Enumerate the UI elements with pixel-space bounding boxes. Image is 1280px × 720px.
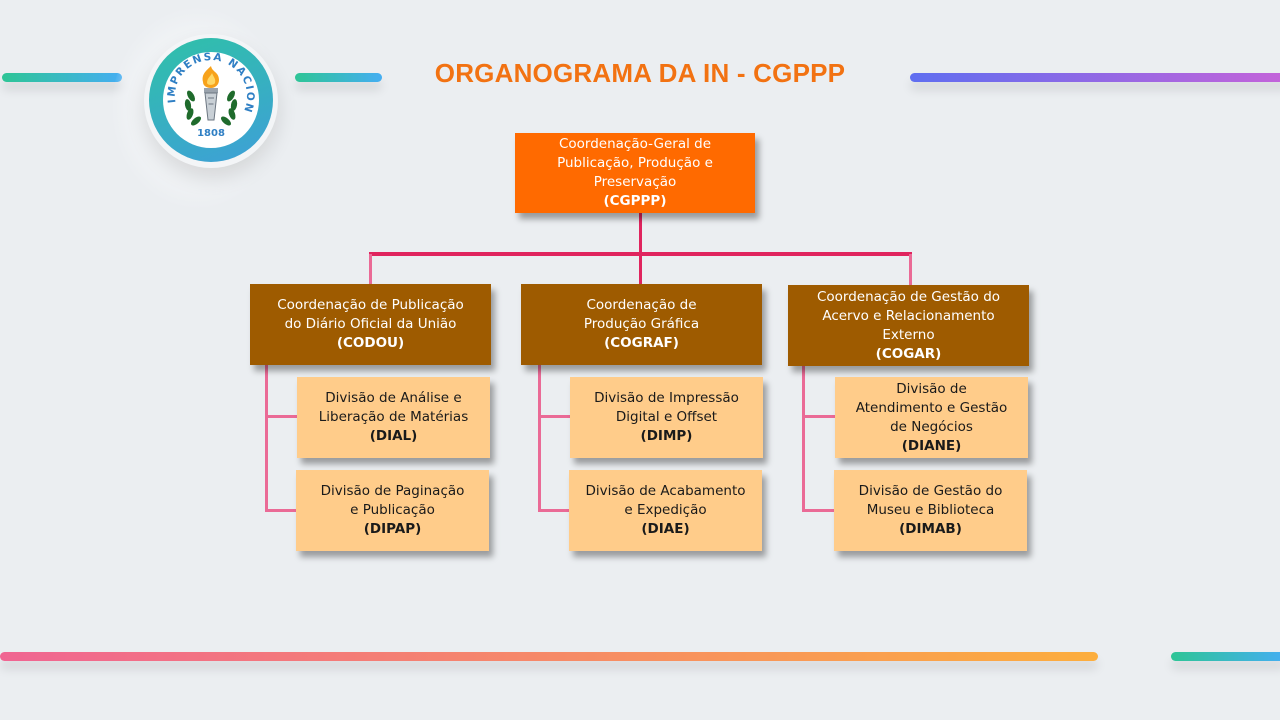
node-code: (CGPPP) bbox=[603, 193, 667, 209]
node-code: (COGRAF) bbox=[604, 335, 679, 351]
node-label-line: Divisão de bbox=[896, 380, 967, 397]
connector-root-down bbox=[639, 213, 642, 284]
node-code: (DIANE) bbox=[901, 437, 962, 454]
connector-cogar bbox=[909, 254, 912, 285]
org-node-diae: Divisão de Acabamento e Expedição (DIAE) bbox=[569, 470, 762, 551]
org-node-cogar: Coordenação de Gestão do Acervo e Relaci… bbox=[788, 285, 1029, 366]
node-label-line: Atendimento e Gestão bbox=[855, 399, 1008, 416]
node-label-line: Coordenação de bbox=[586, 297, 697, 313]
org-node-dimp: Divisão de Impressão Digital e Offset (D… bbox=[570, 377, 763, 458]
imprensa-nacional-logo: IMPRENSA NACIONAL 1808 bbox=[163, 52, 259, 148]
connector-dial bbox=[265, 415, 297, 418]
node-label-line: do Diário Oficial da União bbox=[284, 316, 457, 332]
org-node-cgppp: Coordenação-Geral de Publicação, Produçã… bbox=[515, 133, 755, 213]
torch-emblem-icon: IMPRENSA NACIONAL 1808 bbox=[163, 52, 255, 139]
decorative-bar-bottom bbox=[0, 652, 1098, 661]
node-label-line: Divisão de Análise e bbox=[325, 390, 462, 406]
connector-horizontal bbox=[369, 252, 912, 256]
node-code: (DIAE) bbox=[641, 521, 690, 537]
org-node-cograf: Coordenação de Produção Gráfica (COGRAF) bbox=[521, 284, 762, 365]
node-label-line: e Expedição bbox=[624, 502, 707, 518]
node-label-line: Coordenação de Publicação bbox=[277, 297, 464, 313]
node-label-line: Coordenação-Geral de bbox=[558, 136, 712, 152]
node-code: (DIPAP) bbox=[363, 521, 422, 537]
page-title: ORGANOGRAMA DA IN - CGPPP bbox=[434, 58, 846, 88]
connector-dimp bbox=[538, 415, 570, 418]
connector-diae bbox=[538, 509, 570, 512]
node-label-line: Liberação de Matérias bbox=[318, 409, 469, 425]
decorative-bar-top-left bbox=[2, 73, 122, 82]
connector-cograf-divisions bbox=[538, 365, 541, 512]
node-code: (COGAR) bbox=[875, 345, 942, 362]
connector-dimab bbox=[802, 509, 835, 512]
org-node-diane: Divisão de Atendimento e Gestão de Negóc… bbox=[835, 377, 1028, 458]
node-label-line: Divisão de Gestão do bbox=[858, 483, 1003, 499]
node-label-line: Preservação bbox=[593, 174, 677, 190]
node-code: (DIMP) bbox=[640, 428, 693, 444]
node-code: (CODOU) bbox=[336, 335, 405, 351]
node-label-line: Acervo e Relacionamento bbox=[822, 307, 995, 324]
connector-cogar-divisions bbox=[802, 366, 805, 512]
node-label-line: Digital e Offset bbox=[615, 409, 718, 425]
node-label-line: Produção Gráfica bbox=[583, 316, 700, 332]
org-node-codou: Coordenação de Publicação do Diário Ofic… bbox=[250, 284, 491, 365]
node-label-line: Divisão de Acabamento bbox=[585, 483, 746, 499]
node-label-line: Externo bbox=[882, 326, 935, 343]
logo-year: 1808 bbox=[197, 128, 225, 139]
decorative-bar-top-right bbox=[910, 73, 1280, 82]
node-label-line: Divisão de Impressão bbox=[594, 390, 739, 406]
node-label-line: de Negócios bbox=[890, 418, 973, 435]
node-label-line: e Publicação bbox=[350, 502, 435, 518]
node-code: (DIMAB) bbox=[899, 521, 962, 537]
node-code: (DIAL) bbox=[369, 428, 418, 444]
node-label-line: Publicação, Produção e bbox=[557, 155, 713, 171]
connector-diane bbox=[802, 415, 835, 418]
org-node-dipap: Divisão de Paginação e Publicação (DIPAP… bbox=[296, 470, 489, 551]
decorative-bar-bottom-right bbox=[1171, 652, 1280, 661]
node-label-line: Coordenação de Gestão do bbox=[816, 288, 1001, 305]
connector-codou-divisions bbox=[265, 365, 268, 512]
org-node-dimab: Divisão de Gestão do Museu e Biblioteca … bbox=[834, 470, 1027, 551]
org-node-dial: Divisão de Análise e Liberação de Matéri… bbox=[297, 377, 490, 458]
decorative-bar-top-left-short bbox=[295, 73, 382, 82]
node-label-line: Divisão de Paginação bbox=[320, 483, 465, 499]
connector-dipap bbox=[265, 509, 297, 512]
node-label-line: Museu e Biblioteca bbox=[866, 502, 995, 518]
connector-codou bbox=[369, 254, 372, 284]
